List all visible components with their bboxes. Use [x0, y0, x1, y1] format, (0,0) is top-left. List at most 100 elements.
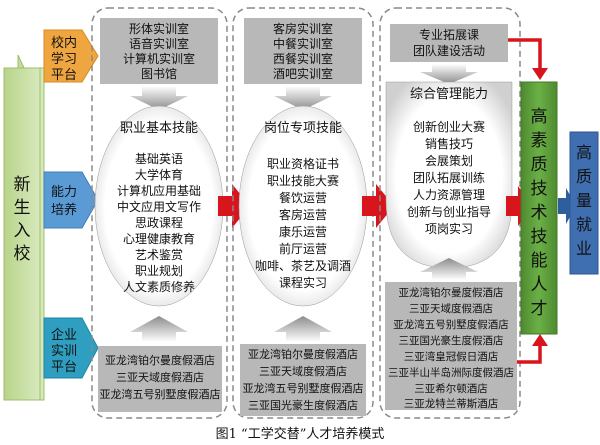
stage-arrow-enterprise-label: 实训: [51, 344, 77, 359]
red-arrow-top-to-result-head: [532, 68, 548, 80]
column-3-bottom-item: 三亚希尔顿酒店: [414, 382, 488, 395]
column-3-top-item: 专业拓展课: [419, 27, 479, 42]
column-1-bottom-item: 三亚天域度假酒店: [116, 370, 204, 384]
column-2-oval-item: 餐饮运营: [279, 190, 327, 205]
column-3-bottom-item: 三亚湾皇冠假日酒店: [404, 350, 499, 363]
column-3-oval-item: 人力资源管理: [413, 187, 485, 202]
column-3-oval-item: 项岗实习: [425, 221, 473, 236]
stage-arrow-campus-label: 学习: [51, 51, 77, 67]
left-label-char: 校: [14, 244, 31, 264]
stage-arrow-ability-shape: [43, 171, 99, 229]
column-1: 形体实训室 语音实训室 计算机实训室 图书馆 职业基本技能 基础英语 大学体育 …: [91, 7, 228, 419]
column-3-oval-item: 销售技巧: [425, 136, 473, 151]
left-label-char: 入: [14, 221, 31, 241]
result-bar-char: 技: [531, 179, 548, 199]
red-arrow-bottom-to-result: [517, 344, 542, 364]
column-2-oval-item: 职业资格证书: [267, 156, 339, 171]
result-bar-char: 高: [531, 107, 548, 127]
left-label-char: 生: [14, 198, 31, 218]
red-arrow-top-to-result: [508, 38, 542, 70]
column-3-bottom-box: [385, 282, 517, 410]
final-box-char: 高: [576, 143, 592, 162]
column-1-top-item: 计算机实训室: [123, 51, 195, 66]
column-2-bottom-box: [240, 344, 366, 416]
column-1-up-arrow: [130, 316, 188, 342]
column-2-bottom-item: 三亚天域度假酒店: [259, 364, 347, 378]
column-1-top-item: 形体实训室: [129, 21, 189, 36]
result-bar: 高 素 质 技 术 技 能 人 才: [520, 81, 558, 335]
column-1-oval-item: 计算机应用基础: [117, 183, 201, 198]
column-1-oval-item: 心理健康教育: [123, 231, 195, 246]
column-2-top-box: [244, 18, 362, 84]
final-arrow: [558, 188, 576, 224]
result-bar-char: 术: [531, 203, 548, 223]
column-3-oval-item: 创新与创业指导: [407, 204, 491, 219]
column-3-oval-item: 团队拓展训练: [413, 170, 485, 185]
column-1-bottom-item: 亚龙湾五号别墅度假酒店: [100, 387, 221, 401]
stage-arrow-ability: 能力 培养: [43, 171, 99, 229]
stage-arrow-enterprise-shape: [43, 317, 99, 379]
column-2-top-item: 中餐实训室: [273, 36, 333, 51]
result-bar-char: 才: [531, 299, 548, 319]
column-3-bottom-item: 三亚国光豪生度假酒店: [399, 334, 504, 347]
stage-arrow-ability-label: 培养: [51, 202, 77, 218]
stage-arrow-campus-label: 校内: [51, 35, 77, 51]
column-1-bottom-item: 亚龙湾铂尔曼度假酒店: [105, 353, 215, 367]
column-1-oval-item: 思政课程: [135, 215, 183, 230]
column-1-top-box: [100, 18, 218, 84]
stage-arrow-enterprise: 企业 实训 平台: [43, 317, 99, 379]
final-box-shape: [569, 131, 599, 275]
column-3-top-box: [390, 24, 508, 62]
result-bar-shape: [520, 81, 558, 335]
final-box-char: 量: [576, 191, 592, 210]
stage-arrow-campus-shape: [43, 29, 99, 83]
column-2-bottom-item: 亚龙湾五号别墅度假酒店: [243, 381, 364, 395]
column-1-oval-item: 职业规划: [135, 263, 183, 278]
column-2-top-item: 西餐实训室: [273, 51, 333, 66]
column-1-top-item: 图书馆: [141, 66, 177, 81]
column-1-oval-item: 基础英语: [135, 152, 183, 166]
column-2-oval-item: 课程实习: [279, 275, 327, 290]
final-box: 高 质 量 就 业: [558, 131, 599, 275]
stage-arrow-campus: 校内 学习 平台: [43, 29, 99, 83]
left-label-char: 新: [14, 175, 31, 195]
column-1-top-item: 语音实训室: [129, 36, 189, 51]
result-bar-char: 素: [531, 131, 548, 151]
column-1-oval-title: 职业基本技能: [120, 121, 198, 136]
column-2-top-item: 酒吧实训室: [273, 66, 333, 81]
column-1-oval-item: 大学体育: [135, 167, 183, 182]
result-bar-char: 人: [531, 275, 548, 295]
column-2-oval-item: 康乐运营: [279, 224, 327, 239]
final-box-char: 业: [576, 239, 592, 258]
column-3-up-arrow: [420, 258, 478, 280]
red-arrow-col3-result: [506, 186, 532, 226]
stage-arrow-ability-label: 能力: [51, 185, 77, 200]
column-2-up-arrow: [274, 316, 332, 342]
column-3-bottom-item: 亚龙湾铂尔曼度假酒店: [399, 286, 504, 299]
column-2-bottom-item: 三亚国光豪生度假酒店: [248, 398, 358, 412]
column-1-dashed-frame: [91, 7, 228, 419]
figure-caption: 图1 “工学交替”人才培养模式: [216, 426, 385, 442]
final-box-char: 质: [576, 167, 592, 186]
stage-arrow-campus-label: 平台: [51, 68, 77, 83]
column-3-oval-item: 创新创业大赛: [413, 119, 485, 134]
final-box-char: 就: [576, 215, 592, 234]
column-2-oval-item: 客房运营: [279, 207, 327, 222]
column-1-oval-item: 艺术鉴赏: [135, 248, 183, 262]
left-column: 新 生 入 校: [3, 54, 45, 401]
result-bar-char: 能: [531, 251, 548, 271]
column-3-oval-item: 会展策划: [425, 154, 473, 168]
column-3-down-arrow: [420, 64, 478, 84]
stage-arrow-enterprise-label: 企业: [51, 327, 77, 343]
left-column-bar: [3, 67, 41, 401]
column-3: 专业拓展课 团队建设活动 综合管理能力 创新创业大赛 销售技巧 会展策划 团队拓…: [379, 7, 521, 419]
column-1-down-arrow: [130, 86, 188, 110]
column-2-top-item: 客房实训室: [273, 21, 333, 36]
column-3-top-item: 团队建设活动: [413, 43, 485, 58]
column-2-oval-item: 前厅运营: [279, 241, 327, 256]
column-3-bottom-item: 三亚天域度假酒店: [409, 302, 493, 315]
column-2: 客房实训室 中餐实训室 西餐实训室 酒吧实训室 岗位专项技能 职业资格证书 职业…: [232, 7, 374, 419]
column-3-bottom-item: 三亚半山半岛洲际度假酒店: [388, 366, 514, 379]
column-2-down-arrow: [274, 86, 332, 110]
